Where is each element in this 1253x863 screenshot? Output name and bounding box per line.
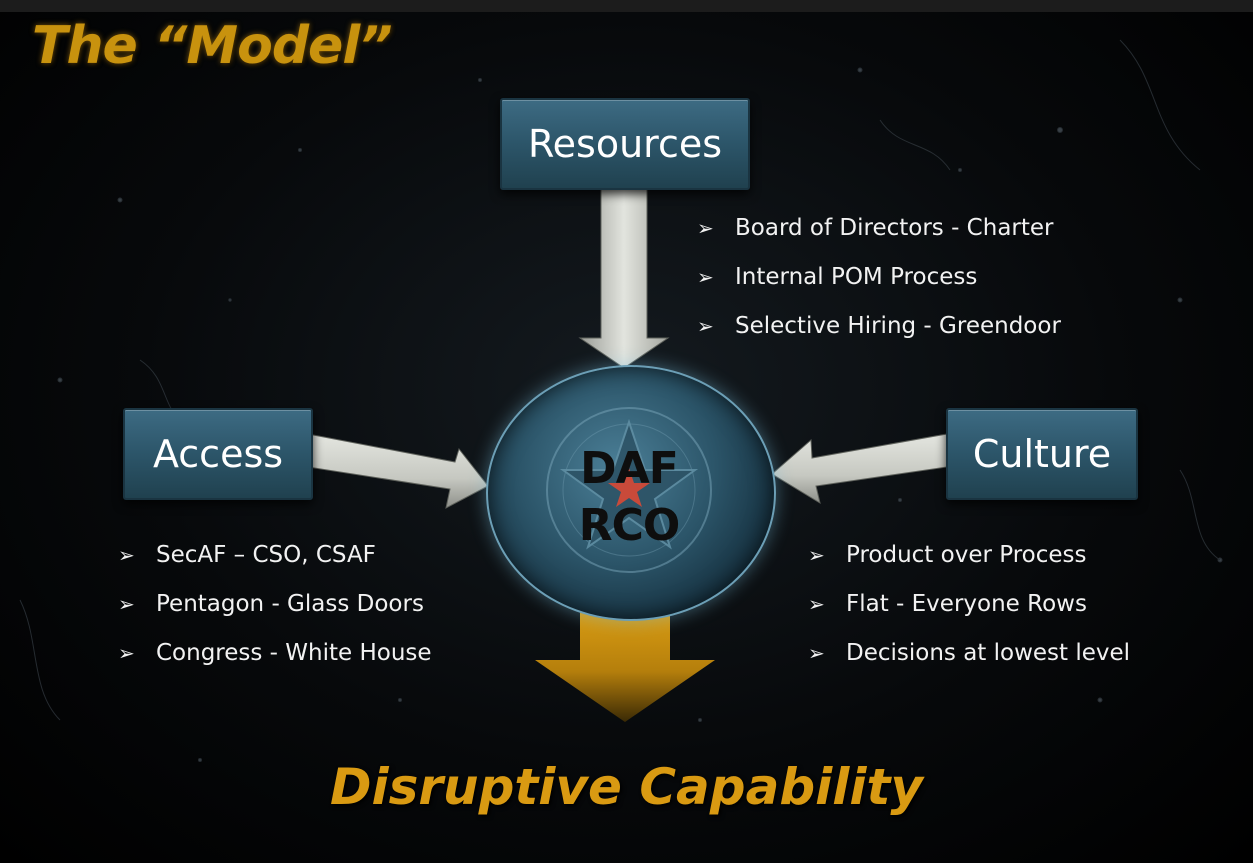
- resources-bullet-list: ➢ Board of Directors - Charter ➢ Internal …: [697, 213, 1061, 360]
- culture-bullet-text: Decisions at lowest level: [846, 640, 1131, 666]
- access-bullet-text: Congress - White House: [156, 640, 432, 666]
- resources-bullet-text: Internal POM Process: [735, 264, 978, 290]
- access-bullet-text: SecAF – CSO, CSAF: [156, 542, 376, 568]
- list-item: ➢ Selective Hiring - Greendoor: [697, 311, 1061, 360]
- hub-label-rco: RCO: [578, 500, 681, 551]
- arrow-culture-to-hub: [771, 433, 948, 505]
- bullet-arrow-icon: ➢: [808, 641, 825, 665]
- list-item: ➢ Decisions at lowest level: [808, 638, 1130, 687]
- resources-bullet-text: Selective Hiring - Greendoor: [735, 313, 1061, 339]
- list-item: ➢ Pentagon - Glass Doors: [118, 589, 432, 638]
- list-item: ➢ Product over Process: [808, 540, 1130, 589]
- resources-bullet-text: Board of Directors - Charter: [735, 215, 1054, 241]
- bullet-arrow-icon: ➢: [697, 265, 714, 289]
- bullet-arrow-icon: ➢: [697, 216, 714, 240]
- bullet-arrow-icon: ➢: [808, 592, 825, 616]
- culture-box: Culture: [946, 408, 1138, 500]
- culture-bullet-text: Flat - Everyone Rows: [846, 591, 1087, 617]
- access-bullet-text: Pentagon - Glass Doors: [156, 591, 424, 617]
- resources-box: Resources: [500, 98, 750, 190]
- access-bullet-list: ➢ SecAF – CSO, CSAF ➢ Pentagon - Glass Doo…: [118, 540, 432, 687]
- bullet-arrow-icon: ➢: [697, 314, 714, 338]
- list-item: ➢ Internal POM Process: [697, 262, 1061, 311]
- bullet-arrow-icon: ➢: [808, 543, 825, 567]
- top-bar: [0, 0, 1253, 12]
- bullet-arrow-icon: ➢: [118, 543, 135, 567]
- list-item: ➢ Congress - White House: [118, 638, 432, 687]
- list-item: ➢ Flat - Everyone Rows: [808, 589, 1130, 638]
- culture-bullet-text: Product over Process: [846, 542, 1087, 568]
- list-item: ➢ Board of Directors - Charter: [697, 213, 1061, 262]
- bullet-arrow-icon: ➢: [118, 592, 135, 616]
- arrow-resources-to-hub: [578, 185, 670, 369]
- arrow-access-to-hub: [307, 433, 489, 509]
- slide-title: The “Model”: [32, 16, 393, 76]
- background-texture: [19, 39, 1223, 762]
- hub-label-daf: DAF: [580, 443, 679, 494]
- access-box: Access: [123, 408, 313, 500]
- output-arrow: [535, 595, 715, 722]
- culture-bullet-list: ➢ Product over Process ➢ Flat - Everyone R…: [808, 540, 1130, 687]
- list-item: ➢ SecAF – CSO, CSAF: [118, 540, 432, 589]
- disruptive-capability-label: Disruptive Capability: [329, 758, 924, 816]
- bullet-arrow-icon: ➢: [118, 641, 135, 665]
